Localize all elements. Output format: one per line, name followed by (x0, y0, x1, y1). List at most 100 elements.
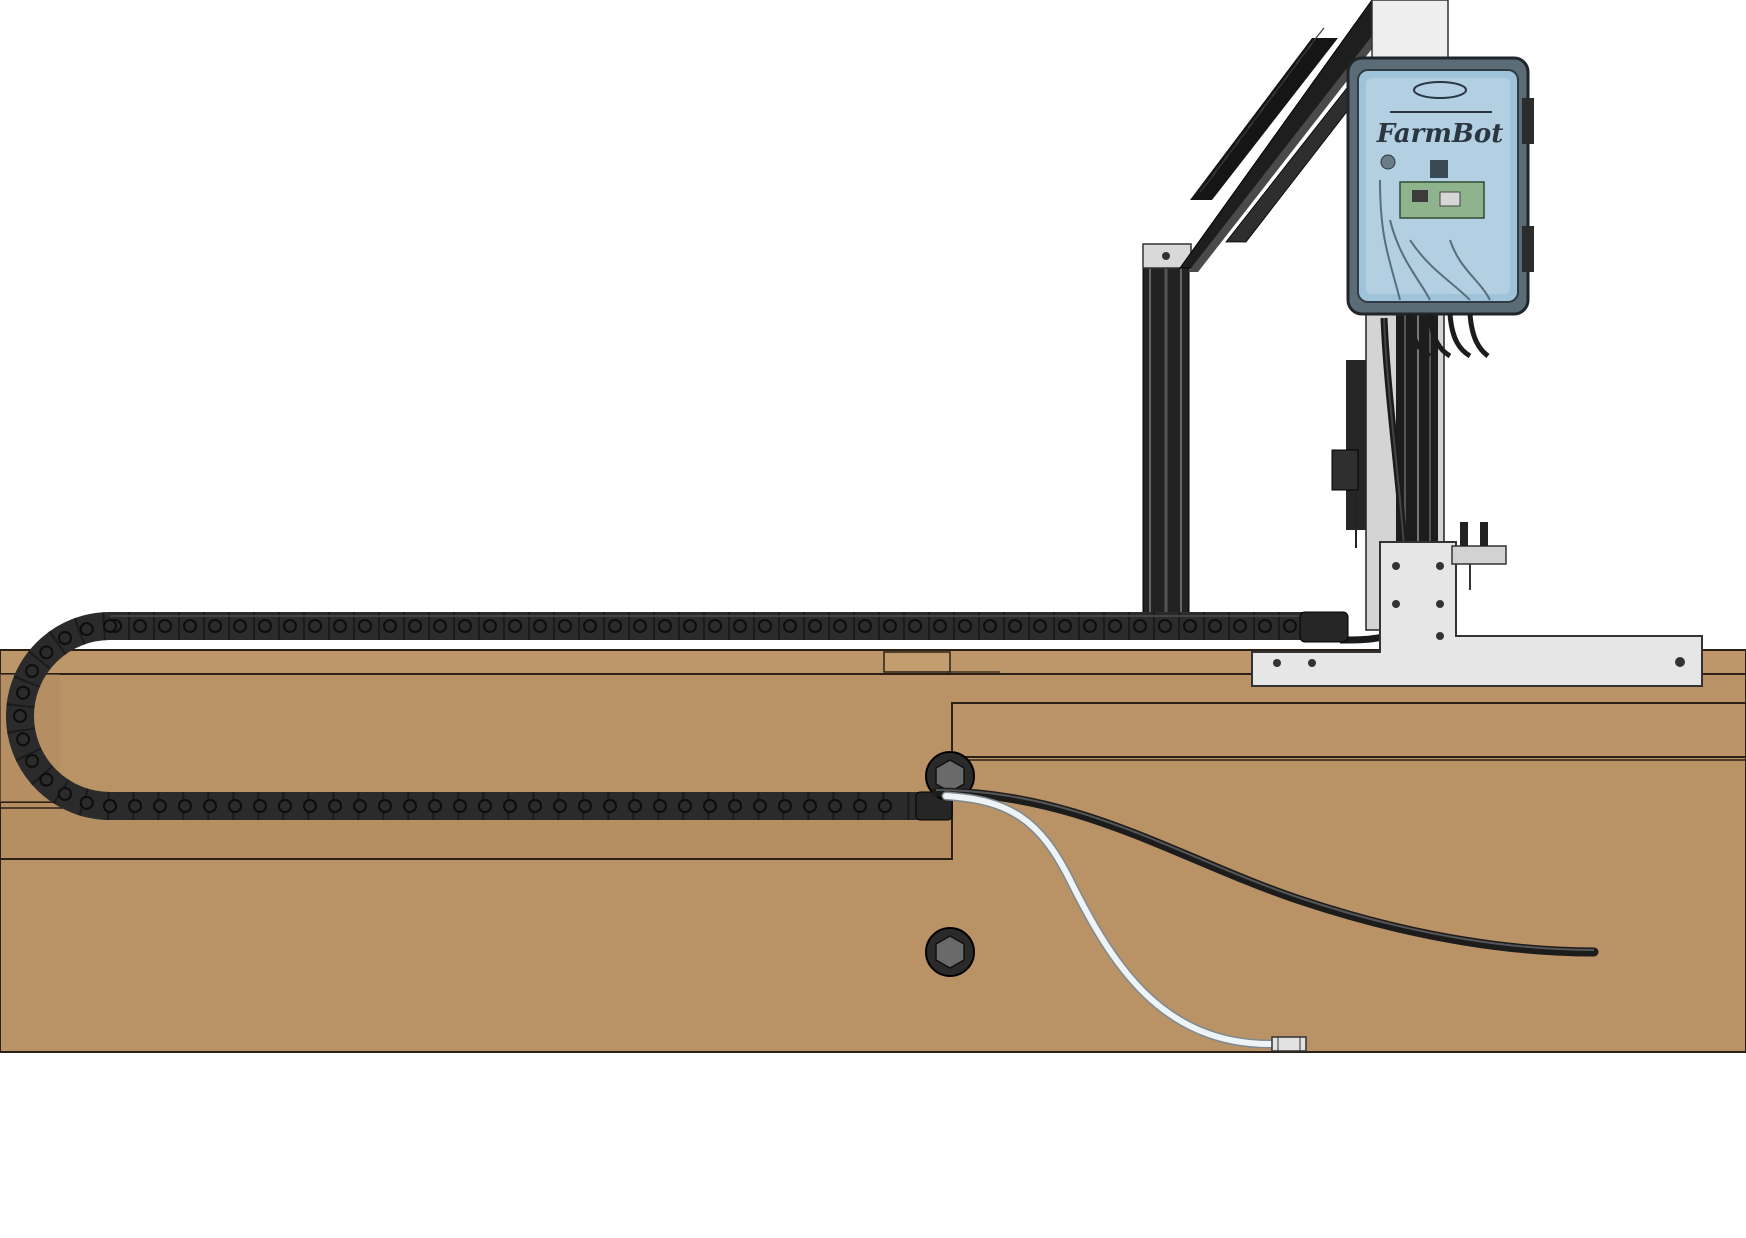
water-tube (941, 791, 1307, 1052)
chain-link (1083, 619, 1097, 633)
chain-link (583, 619, 597, 633)
chain-link (653, 799, 667, 813)
chain-link (683, 619, 697, 633)
chain-link (933, 619, 947, 633)
chain-link (103, 799, 117, 813)
chain-link (25, 664, 40, 678)
chain-link (358, 619, 372, 633)
chain-link (778, 799, 792, 813)
chain-link (803, 799, 817, 813)
chain-link (458, 619, 472, 633)
chain-link (608, 619, 622, 633)
chain-link (1183, 619, 1197, 633)
chain-link (308, 619, 322, 633)
chain-link (79, 795, 94, 810)
chain-link (58, 786, 72, 801)
chain-link (433, 619, 447, 633)
chain-link (958, 619, 972, 633)
chain-link (528, 799, 542, 813)
chain-link (983, 619, 997, 633)
chain-link (253, 799, 267, 813)
chain-link (633, 619, 647, 633)
chain-link (833, 619, 847, 633)
chain-link (303, 799, 317, 813)
chain-link (208, 619, 222, 633)
chain-link (453, 799, 467, 813)
chain-link (378, 799, 392, 813)
chain-link (403, 799, 417, 813)
chain-link (533, 619, 547, 633)
power-cable (931, 787, 1599, 957)
chain-link (508, 619, 522, 633)
chain-link (483, 619, 497, 633)
chain-link (858, 619, 872, 633)
chain-link (1233, 619, 1247, 633)
chain-link (1008, 619, 1022, 633)
chain-link (578, 799, 592, 813)
wood-right-block (951, 702, 1746, 758)
chain-link (283, 619, 297, 633)
wooden-bed (0, 649, 1746, 1053)
chain-link (1058, 619, 1072, 633)
chain-link (408, 619, 422, 633)
chain-link (428, 799, 442, 813)
chain-link (16, 685, 31, 700)
chain-link (1208, 619, 1222, 633)
chain-link (728, 799, 742, 813)
gantry-base-plate (1251, 522, 1703, 687)
chain-link (278, 799, 292, 813)
chain-link (758, 619, 772, 633)
chain-link (16, 732, 31, 747)
chain-link (128, 799, 142, 813)
chain-link (703, 799, 717, 813)
chain-link (333, 619, 347, 633)
chain-link (328, 799, 342, 813)
chain-link (383, 619, 397, 633)
chain-link (828, 799, 842, 813)
chain-link (178, 799, 192, 813)
chain-link (183, 619, 197, 633)
chain-end-top (1299, 611, 1349, 643)
chain-link (878, 799, 892, 813)
chain-link (478, 799, 492, 813)
chain-link (553, 799, 567, 813)
chain-link (1283, 619, 1297, 633)
chain-link (58, 631, 72, 646)
chain-link (853, 799, 867, 813)
chain-link (733, 619, 747, 633)
chain-link (353, 799, 367, 813)
chain-link (1108, 619, 1122, 633)
chain-link (39, 772, 54, 787)
electronics-enclosure: FarmBot (1346, 56, 1534, 359)
chain-link (603, 799, 617, 813)
chain-link (13, 709, 27, 723)
chain-link (783, 619, 797, 633)
chain-link (753, 799, 767, 813)
chain-link (628, 799, 642, 813)
chain-link (658, 619, 672, 633)
hex-bolt-icon-lower (925, 927, 975, 977)
cable-carrier-chain (6, 611, 1349, 821)
chain-link (808, 619, 822, 633)
chain-link (503, 799, 517, 813)
chain-link (203, 799, 217, 813)
gantry-column-left (1142, 243, 1192, 625)
chain-link (228, 799, 242, 813)
chain-link (133, 619, 147, 633)
chain-link (1158, 619, 1172, 633)
chain-link (1133, 619, 1147, 633)
enclosure-logo-text: FarmBot (1376, 119, 1503, 149)
chain-link (103, 619, 117, 633)
chain-link (908, 619, 922, 633)
chain-link (258, 619, 272, 633)
chain-link (678, 799, 692, 813)
chain-link (158, 619, 172, 633)
chain-links (13, 619, 1297, 813)
wood-joint-plate (883, 651, 951, 673)
chain-link (883, 619, 897, 633)
chain-link (25, 754, 40, 768)
chain-link (708, 619, 722, 633)
chain-link (233, 619, 247, 633)
chain-link (39, 645, 54, 660)
